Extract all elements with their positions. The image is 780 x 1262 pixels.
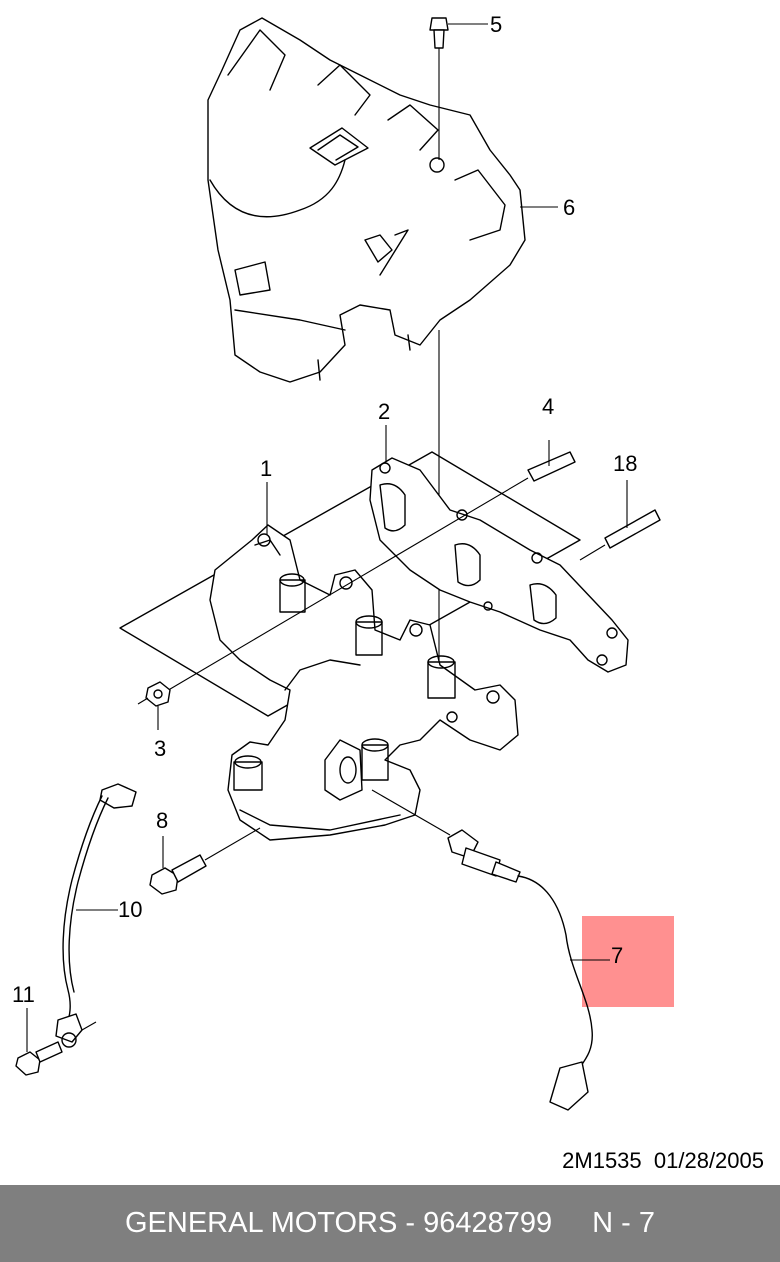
callout-11: 11 — [12, 982, 35, 1007]
callout-18: 18 — [613, 451, 637, 476]
callout-2: 2 — [378, 399, 390, 424]
bolt-11 — [15, 1008, 63, 1076]
highlight-box — [582, 916, 674, 1007]
drawing-number: 2M1535 — [562, 1148, 642, 1173]
footer-separator: - — [397, 1207, 424, 1239]
drawing-date: 01/28/2005 — [653, 1148, 764, 1173]
callout-5: 5 — [490, 12, 502, 37]
footer-part-number: 96428799 — [423, 1207, 553, 1239]
oxygen-sensor-7 — [371, 789, 610, 1111]
stud-4 — [159, 440, 576, 696]
callout-3: 3 — [154, 736, 166, 761]
nut-3 — [137, 681, 171, 730]
bolt-8 — [149, 827, 261, 895]
exhaust-manifold — [209, 524, 519, 841]
stud-18 — [579, 480, 661, 561]
callout-7: 7 — [611, 943, 624, 968]
drawing-code: 2M1535 01/28/2005 — [562, 1148, 764, 1174]
callout-10: 10 — [118, 897, 142, 922]
heat-shield — [207, 17, 526, 383]
footer-position: N - 7 — [592, 1207, 655, 1239]
exploded-parts-diagram: 5 6 2 4 18 1 3 8 10 11 — [12, 12, 661, 1111]
callout-1: 1 — [260, 456, 272, 481]
callout-6: 6 — [563, 195, 575, 220]
gasket — [119, 451, 629, 717]
footer-brand: GENERAL MOTORS — [125, 1207, 398, 1239]
callout-8: 8 — [156, 808, 168, 833]
sensor-harness-10 — [55, 783, 137, 1048]
callout-4: 4 — [542, 394, 554, 419]
footer-bar: GENERAL MOTORS - 96428799 N - 7 — [0, 1185, 780, 1262]
